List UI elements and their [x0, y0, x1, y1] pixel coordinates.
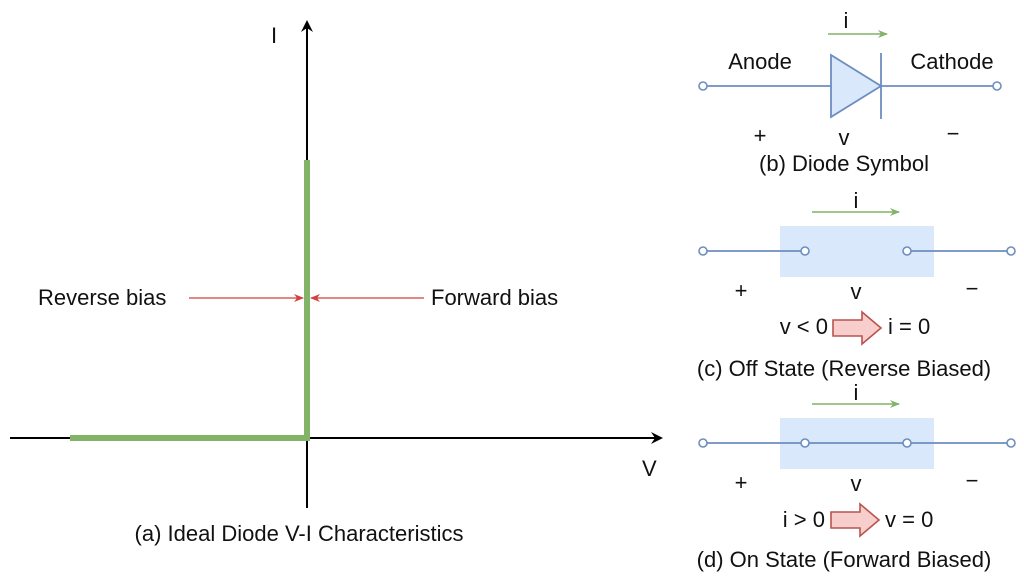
voltage-label: v — [839, 125, 850, 150]
diode-symbol-panel: i Anode Cathode + v − (b) Diode Symbol — [698, 8, 1002, 176]
switch-contact-right — [902, 438, 912, 448]
y-axis-label: I — [271, 23, 277, 48]
minus-label: − — [966, 276, 979, 301]
condition-label: v < 0 — [780, 314, 828, 339]
plus-label: + — [735, 278, 748, 303]
minus-label: − — [947, 121, 960, 146]
plus-label: + — [735, 470, 748, 495]
plus-label: + — [754, 123, 767, 148]
switch-contact-right — [902, 246, 912, 256]
minus-label: − — [966, 468, 979, 493]
implies-arrow — [832, 310, 883, 346]
voltage-label: v — [851, 471, 862, 496]
condition-label: i > 0 — [783, 507, 825, 532]
on-state-panel: i + v − i > 0 v = 0 (d) On State (Forwar… — [697, 380, 1016, 572]
result-label: i = 0 — [888, 314, 930, 339]
x-axis-label: V — [642, 456, 657, 481]
cathode-terminal — [992, 81, 1002, 91]
terminal-left — [698, 246, 708, 256]
terminal-right — [1006, 438, 1016, 448]
current-label: i — [844, 8, 849, 33]
voltage-label: v — [851, 279, 862, 304]
anode-label: Anode — [728, 49, 792, 74]
panel-d-caption: (d) On State (Forward Biased) — [697, 547, 992, 572]
switch-contact-left — [800, 246, 810, 256]
current-label: i — [854, 380, 859, 405]
forward-bias-label: Forward bias — [431, 285, 558, 310]
result-label: v = 0 — [885, 507, 933, 532]
panel-b-caption: (b) Diode Symbol — [759, 151, 929, 176]
terminal-left — [698, 438, 708, 448]
ideal-diode-curve — [70, 160, 310, 441]
panel-c-caption: (c) Off State (Reverse Biased) — [697, 356, 991, 381]
vi-characteristic-panel: I V Reverse bias Forward bias (a) Ideal … — [10, 20, 663, 546]
off-state-panel: i + v − v < 0 i = 0 (c) Off State (Rever… — [697, 188, 1016, 381]
reverse-bias-label: Reverse bias — [38, 285, 166, 310]
panel-a-caption: (a) Ideal Diode V-I Characteristics — [135, 521, 464, 546]
anode-terminal — [698, 81, 708, 91]
current-label: i — [854, 188, 859, 213]
terminal-right — [1006, 246, 1016, 256]
diode-triangle — [830, 53, 883, 119]
cathode-label: Cathode — [910, 49, 993, 74]
implies-arrow — [830, 502, 881, 538]
switch-contact-left — [800, 438, 810, 448]
